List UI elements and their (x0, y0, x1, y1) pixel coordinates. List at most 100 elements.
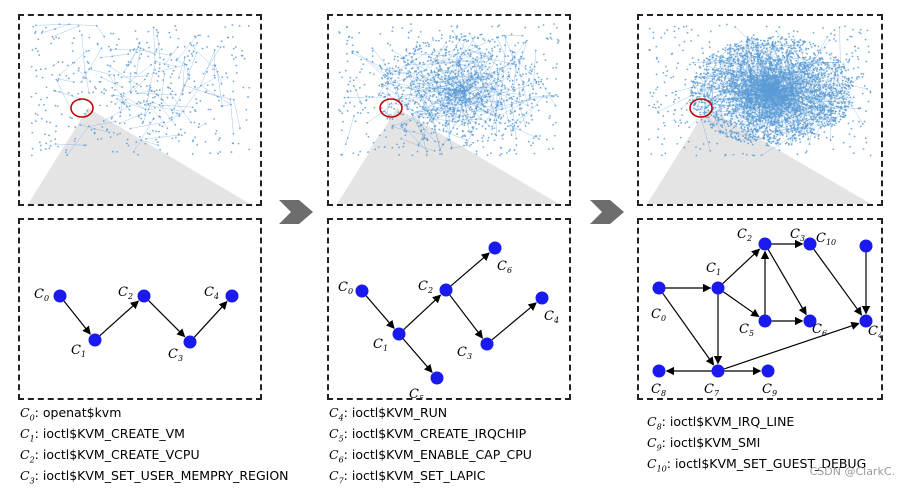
legend-text: : ioctl$KVM_CREATE_VCPU (35, 447, 200, 462)
node-c5 (431, 372, 444, 385)
node-label-c8: C8 (651, 382, 666, 398)
node-c2 (440, 284, 453, 297)
legend-row-9: C9: ioctl$KVM_SMI (647, 435, 866, 456)
node-c0 (653, 282, 666, 295)
legend-row-8: C8: ioctl$KVM_IRQ_LINE (647, 414, 866, 435)
legend-text: : ioctl$KVM_SET_LAPIC (344, 468, 486, 483)
node-label-c9: C9 (762, 382, 777, 398)
legend-symbol: C6 (329, 447, 344, 462)
network-svg-2 (329, 16, 569, 204)
graph-svg-3: C0C1C2C3C4C5C6C7C8C9C10 (639, 220, 881, 398)
edge-c0-c1 (366, 296, 394, 328)
node-c10 (860, 240, 873, 253)
node-label-c1: C1 (373, 337, 388, 353)
node-c4 (536, 292, 549, 305)
edge-c1-c2 (100, 301, 139, 336)
transition-arrow-1 (279, 200, 313, 224)
node-c5 (759, 315, 772, 328)
node-label-c2: C2 (418, 279, 433, 295)
legend-symbol: C2 (20, 447, 35, 462)
zoom-region (28, 108, 250, 204)
edge-c0-c7 (663, 293, 714, 365)
edge-c1-c5 (403, 339, 432, 372)
node-c3 (481, 338, 494, 351)
node-c1 (89, 334, 102, 347)
legend-row-0: C0: openat$kvm (20, 405, 289, 426)
legend-text: : ioctl$KVM_SET_USER_MEMPRY_REGION (35, 468, 289, 483)
network-cloud (648, 24, 871, 157)
graph-svg-2: C0C1C2C3C4C5C6 (329, 220, 569, 398)
node-label-c3: C3 (168, 347, 183, 363)
edge-c2-c3 (450, 295, 483, 338)
legend-symbol: C5 (329, 426, 344, 441)
legend-text: : ioctl$KVM_CREATE_VM (35, 426, 185, 441)
node-label-c6: C6 (812, 322, 827, 338)
edge-c2-c3 (149, 301, 185, 337)
network-view-3 (637, 14, 883, 206)
network-view-1 (18, 14, 262, 206)
node-label-c4: C4 (204, 285, 219, 301)
node-label-c4: C4 (544, 309, 559, 325)
legend-symbol: C10 (647, 456, 667, 471)
node-c6 (489, 242, 502, 255)
node-c3 (804, 238, 817, 251)
network-svg-3 (639, 16, 881, 204)
legend-text: : ioctl$KVM_CREATE_IRQCHIP (344, 426, 527, 441)
legend-text: : ioctl$KVM_SMI (662, 435, 761, 450)
node-label-c0: C0 (651, 307, 666, 323)
legend-row-5: C5: ioctl$KVM_CREATE_IRQCHIP (329, 426, 532, 447)
legend-symbol: C0 (20, 405, 35, 420)
legend-symbol: C4 (329, 405, 344, 420)
node-c4 (226, 290, 239, 303)
legend-text: : ioctl$KVM_RUN (344, 405, 447, 420)
legend-text: : openat$kvm (35, 405, 122, 420)
node-label-c5: C5 (409, 387, 424, 398)
legend-row-2: C2: ioctl$KVM_CREATE_VCPU (20, 447, 289, 468)
node-label-c7: C7 (704, 382, 720, 398)
node-label-c1: C1 (71, 343, 86, 359)
node-c3 (184, 336, 197, 349)
edge-c3-c4 (492, 303, 536, 340)
edge-c2-c6 (768, 250, 806, 315)
legend-symbol: C1 (20, 426, 35, 441)
edge-c0-c1 (64, 301, 90, 334)
legend-symbol: C9 (647, 435, 662, 450)
node-label-c2: C2 (118, 285, 133, 301)
node-label-c4: C4 (868, 324, 881, 340)
network-view-2 (327, 14, 571, 206)
legend-symbol: C7 (329, 468, 344, 483)
network-svg-1 (20, 16, 260, 204)
legend-text: : ioctl$KVM_ENABLE_CAP_CPU (344, 447, 532, 462)
node-label-c2: C2 (737, 227, 752, 243)
edge-c3-c4 (814, 249, 862, 315)
legend-symbol: C8 (647, 414, 662, 429)
edge-c1-c2 (723, 249, 760, 283)
node-c7 (712, 365, 725, 378)
node-label-c3: C3 (457, 345, 472, 361)
node-c0 (356, 285, 369, 298)
node-c2 (138, 290, 151, 303)
edge-c1-c5 (723, 292, 759, 317)
graph-view-2: C0C1C2C3C4C5C6 (327, 218, 571, 400)
node-c8 (653, 365, 666, 378)
edge-c1-c2 (404, 295, 441, 329)
legend-row-7: C7: ioctl$KVM_SET_LAPIC (329, 468, 532, 489)
node-label-c5: C5 (739, 322, 754, 338)
legend-row-6: C6: ioctl$KVM_ENABLE_CAP_CPU (329, 447, 532, 468)
transition-arrow-2 (590, 200, 624, 224)
node-label-c3: C3 (790, 227, 805, 243)
node-label-c0: C0 (34, 287, 49, 303)
node-c1 (712, 282, 725, 295)
edge-c2-c6 (451, 253, 489, 286)
legend-row-1: C1: ioctl$KVM_CREATE_VM (20, 426, 289, 447)
node-c1 (393, 328, 406, 341)
node-label-c6: C6 (497, 259, 512, 275)
node-c0 (54, 290, 67, 303)
edge-c3-c4 (194, 302, 227, 338)
network-cloud (338, 23, 559, 156)
node-c9 (762, 365, 775, 378)
